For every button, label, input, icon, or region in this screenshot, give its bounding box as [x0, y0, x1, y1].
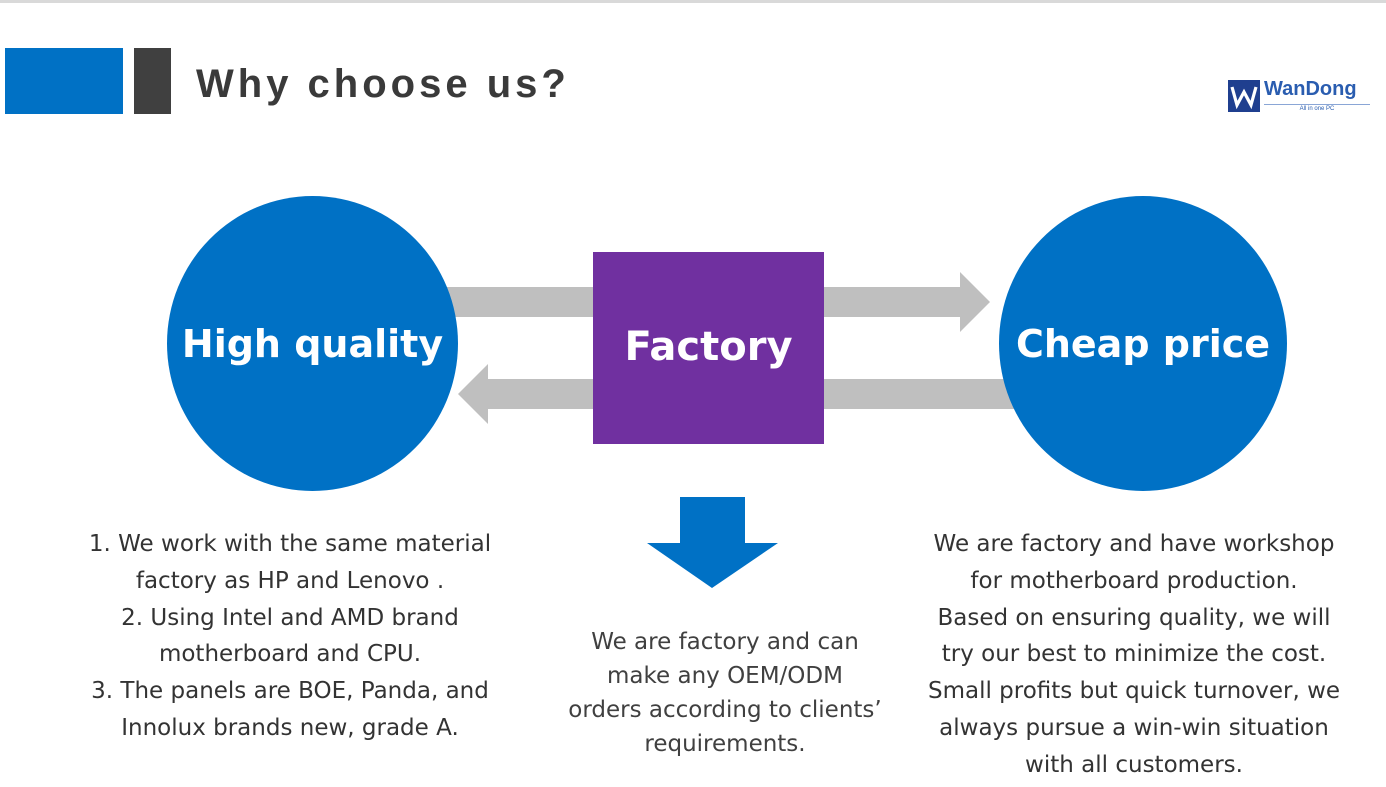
high-quality-circle: High quality: [167, 196, 458, 491]
arrow-to-cheap-price: [820, 272, 990, 332]
description-line: requirements.: [644, 731, 806, 757]
logo-tagline: All in one PC: [1264, 104, 1370, 113]
header-accent-blue: [5, 48, 123, 114]
description-line: orders according to clients’: [568, 697, 882, 723]
arrow-to-factory-left: [440, 287, 600, 317]
cheap-price-circle: Cheap price: [999, 196, 1287, 491]
description-line: motherboard and CPU.: [158, 641, 422, 668]
description-line: We are factory and can: [591, 629, 859, 655]
description-line: Small profits but quick turnover, we: [927, 678, 1341, 705]
wandong-logo-icon: [1228, 80, 1260, 112]
arrow-to-factory-right: [820, 379, 1015, 409]
description-line: 2. Using Intel and AMD brand: [121, 604, 459, 631]
logo: WanDong All in one PC: [1228, 78, 1376, 116]
description-line: We are factory and have workshop: [933, 531, 1335, 557]
description-line: make any OEM/ODM: [607, 663, 843, 689]
description-line: always pursue a win-win situation: [939, 714, 1329, 741]
factory-box: Factory: [593, 252, 824, 444]
description-line: Based on ensuring quality, we will: [937, 604, 1331, 631]
page-title: Why choose us?: [196, 62, 570, 106]
logo-name: WanDong: [1264, 78, 1357, 100]
description-line: Innolux brands new, grade A.: [121, 714, 459, 741]
description-line: with all customers.: [1025, 751, 1243, 778]
top-border: [0, 0, 1386, 3]
description-line: factory as HP and Lenovo .: [135, 567, 445, 594]
description-line: try our best to minimize the cost.: [941, 641, 1327, 668]
description-line: for motherboard production.: [970, 567, 1298, 594]
arrow-to-high-quality: [458, 364, 600, 424]
down-arrow: [647, 497, 778, 588]
description-line: 3. The panels are BOE, Panda, and: [91, 678, 489, 705]
description-line: 1. We work with the same material: [88, 531, 492, 557]
factory-description: We are factory and can make any OEM/ODM …: [545, 625, 905, 761]
header-accent-dark: [134, 48, 171, 114]
cheap-price-description: We are factory and have workshop for mot…: [912, 526, 1356, 784]
high-quality-description: 1. We work with the same material factor…: [60, 526, 520, 747]
